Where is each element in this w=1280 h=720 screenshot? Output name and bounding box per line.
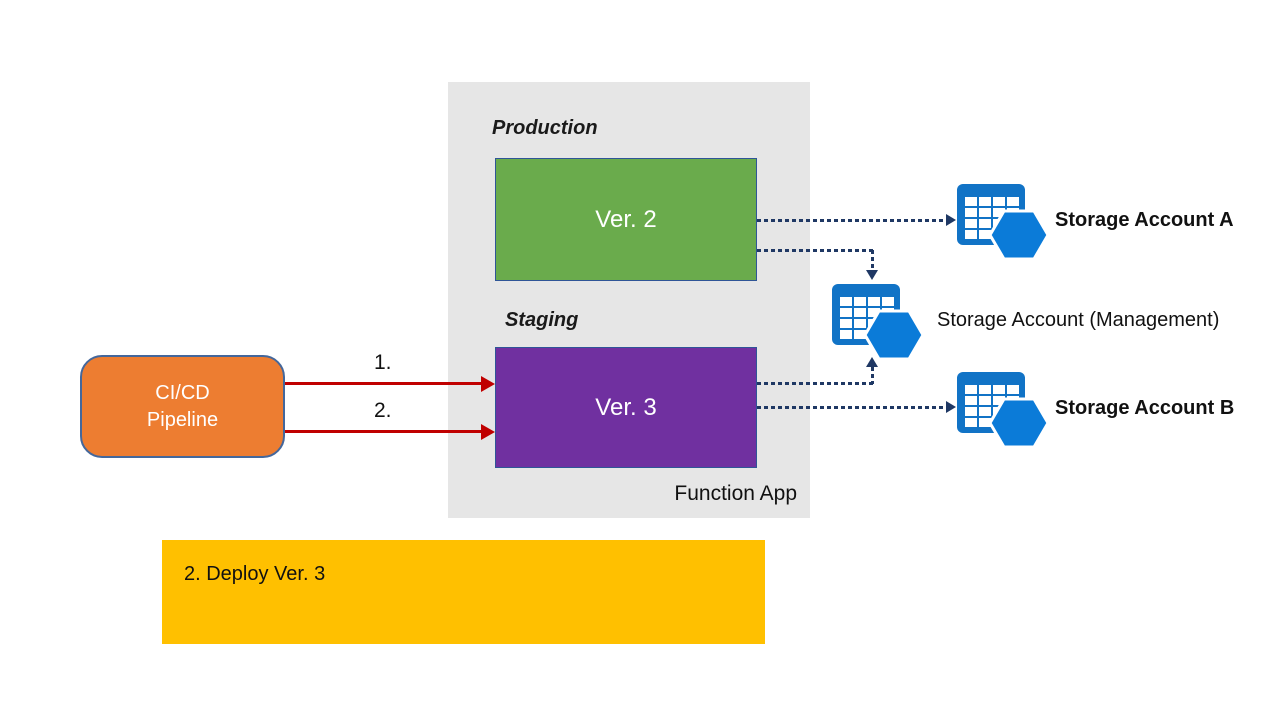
staging-slot-version: Ver. 3	[595, 393, 657, 421]
deploy-step-callout-box	[162, 540, 765, 644]
production-section-label: Production	[492, 117, 598, 139]
step-1-label: 1.	[374, 351, 392, 374]
connector-ver3-to-storage-b-arrowhead-icon	[946, 401, 956, 413]
cicd-pipeline-box: CI/CD Pipeline	[80, 355, 285, 458]
cicd-pipeline-label: CI/CD Pipeline	[146, 381, 219, 431]
connector-ver2-to-management-arrowhead-icon	[866, 270, 878, 280]
connector-ver2-to-management-vertical	[871, 250, 874, 271]
connector-ver2-to-storage-a	[757, 219, 947, 222]
storage-account-b-label: Storage Account B	[1055, 397, 1235, 419]
step-2-label: 2.	[374, 399, 392, 422]
connector-ver3-to-storage-b	[757, 406, 947, 409]
table-storage-icon	[831, 284, 925, 369]
table-storage-icon	[956, 372, 1050, 457]
connector-ver3-to-management-arrowhead-icon	[866, 357, 878, 367]
connector-ver3-to-management	[757, 382, 875, 385]
deploy-arrow-1-arrowhead-icon	[481, 376, 495, 392]
storage-account-management-label: Storage Account (Management)	[937, 309, 1220, 331]
production-slot-version: Ver. 2	[595, 205, 657, 233]
storage-account-a-label: Storage Account A	[1055, 209, 1234, 231]
connector-ver3-to-management-vertical	[871, 367, 874, 384]
deploy-arrow-1-line	[285, 382, 481, 385]
staging-section-label: Staging	[505, 309, 579, 331]
deploy-step-callout-text: 2. Deploy Ver. 3	[184, 563, 326, 585]
production-slot-box: Ver. 2	[495, 158, 757, 281]
function-app-label: Function App	[674, 482, 797, 505]
deploy-arrow-2-arrowhead-icon	[481, 424, 495, 440]
connector-ver2-to-management	[757, 249, 875, 252]
connector-ver2-to-storage-a-arrowhead-icon	[946, 214, 956, 226]
staging-slot-box: Ver. 3	[495, 347, 757, 468]
deploy-arrow-2-line	[285, 430, 481, 433]
table-storage-icon	[956, 184, 1050, 269]
